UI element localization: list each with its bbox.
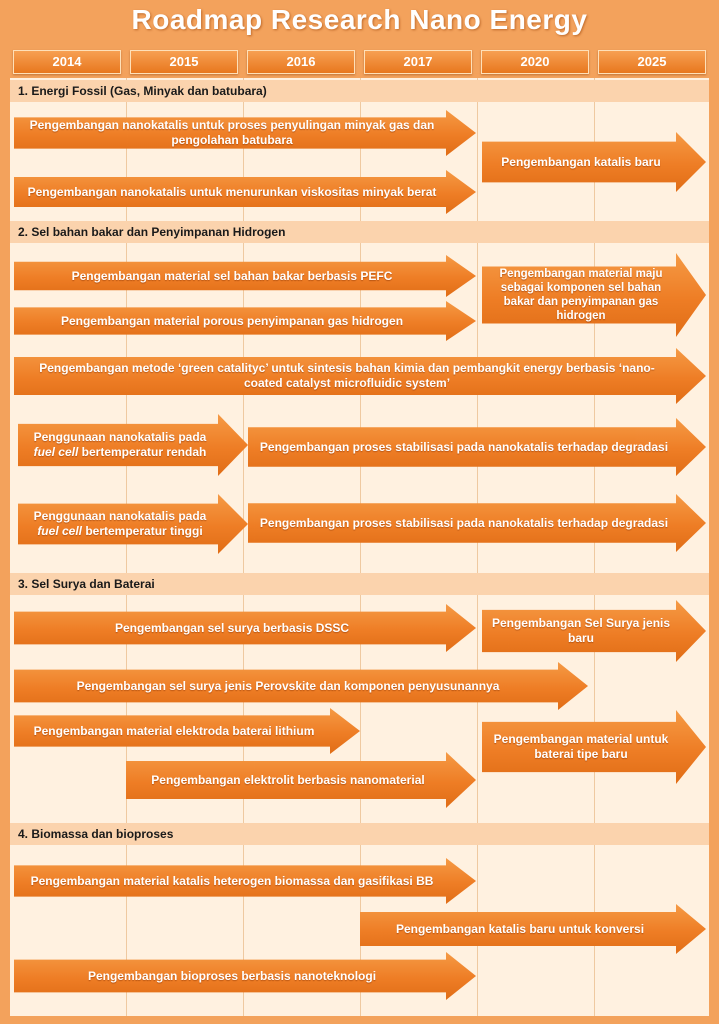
arrow-sel-surya-baru: Pengembangan Sel Surya jenis baru bbox=[482, 600, 706, 662]
arrow-bioproses: Pengembangan bioproses berbasis nanotekn… bbox=[14, 952, 476, 1000]
section-heading-sel-surya: 3. Sel Surya dan Baterai bbox=[10, 573, 709, 595]
arrow-label: Pengembangan material maju sebagai kompo… bbox=[499, 268, 663, 322]
fuel-cell-italic: fuel cell bbox=[37, 524, 82, 538]
section-heading-label: 1. Energi Fossil (Gas, Minyak dan batuba… bbox=[18, 84, 267, 98]
arrow-katalis-heterogen: Pengembangan material katalis heterogen … bbox=[14, 858, 476, 904]
grid-line bbox=[243, 78, 244, 1016]
arrow-label: Pengembangan sel surya jenis Perovskite … bbox=[76, 678, 500, 693]
arrow-label: Pengembangan elektrolit berbasis nanomat… bbox=[151, 772, 425, 787]
arrow-label: Pengembangan nanokatalis untuk proses pe… bbox=[29, 118, 435, 147]
arrow-label: Pengembangan katalis baru untuk konversi bbox=[395, 921, 645, 936]
arrow-baterai-tipe-baru: Pengembangan material untuk baterai tipe… bbox=[482, 710, 706, 784]
arrow-green-catalityc: Pengembangan metode ‘green catalityc’ un… bbox=[14, 348, 706, 404]
section-heading-biomassa: 4. Biomassa dan bioproses bbox=[10, 823, 709, 845]
year-2016: 2016 bbox=[247, 50, 355, 74]
fuel-cell-italic: fuel cell bbox=[33, 445, 79, 459]
section-heading-label: 4. Biomassa dan bioproses bbox=[18, 827, 174, 841]
arrow-katalis-konversi: Pengembangan katalis baru untuk konversi bbox=[360, 904, 706, 954]
year-2020: 2020 bbox=[481, 50, 589, 74]
arrow-label: Pengembangan bioproses berbasis nanotekn… bbox=[87, 968, 377, 983]
year-2025: 2025 bbox=[598, 50, 706, 74]
arrow-label: Pengembangan material sel bahan bakar be… bbox=[71, 268, 393, 283]
fuel-cell-pre: Penggunaan nanokatalis pada bbox=[33, 509, 207, 523]
section-heading-label: 2. Sel bahan bakar dan Penyimpanan Hidro… bbox=[18, 225, 286, 239]
arrow-nanokatalis-viskositas: Pengembangan nanokatalis untuk menurunka… bbox=[14, 170, 476, 214]
arrow-elektrolit-nanomaterial: Pengembangan elektrolit berbasis nanomat… bbox=[126, 752, 476, 808]
arrow-label: Pengembangan proses stabilisasi pada nan… bbox=[259, 515, 669, 530]
arrow-material-porous: Pengembangan material porous penyimpanan… bbox=[14, 301, 476, 341]
fuel-cell-post: bertemperatur rendah bbox=[78, 445, 207, 459]
section-heading-sel-bahan-bakar: 2. Sel bahan bakar dan Penyimpanan Hidro… bbox=[10, 221, 709, 243]
arrow-stabilisasi-2: Pengembangan proses stabilisasi pada nan… bbox=[248, 494, 706, 552]
arrow-label: Pengembangan metode ‘green catalityc’ un… bbox=[39, 361, 655, 390]
arrow-perovskite: Pengembangan sel surya jenis Perovskite … bbox=[14, 662, 588, 710]
grid-line bbox=[594, 78, 595, 1016]
section-heading-label: 3. Sel Surya dan Baterai bbox=[18, 577, 155, 591]
arrow-stabilisasi-1: Pengembangan proses stabilisasi pada nan… bbox=[248, 418, 706, 476]
year-2015: 2015 bbox=[130, 50, 238, 74]
arrow-sel-surya-dssc: Pengembangan sel surya berbasis DSSC bbox=[14, 604, 476, 652]
arrow-label: Pengembangan sel surya berbasis DSSC bbox=[114, 620, 350, 635]
arrow-label: Pengembangan material elektroda baterai … bbox=[33, 723, 315, 738]
fuel-cell-pre: Penggunaan nanokatalis pada bbox=[33, 430, 207, 444]
arrow-label: Pengembangan material katalis heterogen … bbox=[30, 873, 434, 888]
arrow-material-pefc: Pengembangan material sel bahan bakar be… bbox=[14, 255, 476, 297]
year-2017: 2017 bbox=[364, 50, 472, 74]
arrow-label: Pengembangan nanokatalis untuk menurunka… bbox=[27, 184, 437, 199]
arrow-elektroda-lithium: Pengembangan material elektroda baterai … bbox=[14, 708, 360, 754]
grid-line bbox=[126, 78, 127, 1016]
fuel-cell-post: bertemperatur tinggi bbox=[82, 524, 203, 538]
grid-line bbox=[477, 78, 478, 1016]
arrow-katalis-baru: Pengembangan katalis baru bbox=[482, 132, 706, 192]
section-heading-energi-fossil: 1. Energi Fossil (Gas, Minyak dan batuba… bbox=[10, 80, 709, 102]
arrow-label: Pengembangan proses stabilisasi pada nan… bbox=[259, 439, 669, 454]
year-2014: 2014 bbox=[13, 50, 121, 74]
page-title: Roadmap Research Nano Energy bbox=[131, 4, 588, 35]
arrow-label: Pengembangan material porous penyimpanan… bbox=[60, 313, 404, 328]
arrow-label: Pengembangan Sel Surya jenis baru bbox=[491, 616, 671, 645]
arrow-label: Pengembangan material untuk baterai tipe… bbox=[493, 732, 669, 761]
arrow-nanokatalis-penyulingan: Pengembangan nanokatalis untuk proses pe… bbox=[14, 110, 476, 156]
arrow-material-maju: Pengembangan material maju sebagai kompo… bbox=[482, 253, 706, 337]
grid-line bbox=[360, 78, 361, 1016]
arrow-label: Pengembangan katalis baru bbox=[501, 154, 661, 169]
